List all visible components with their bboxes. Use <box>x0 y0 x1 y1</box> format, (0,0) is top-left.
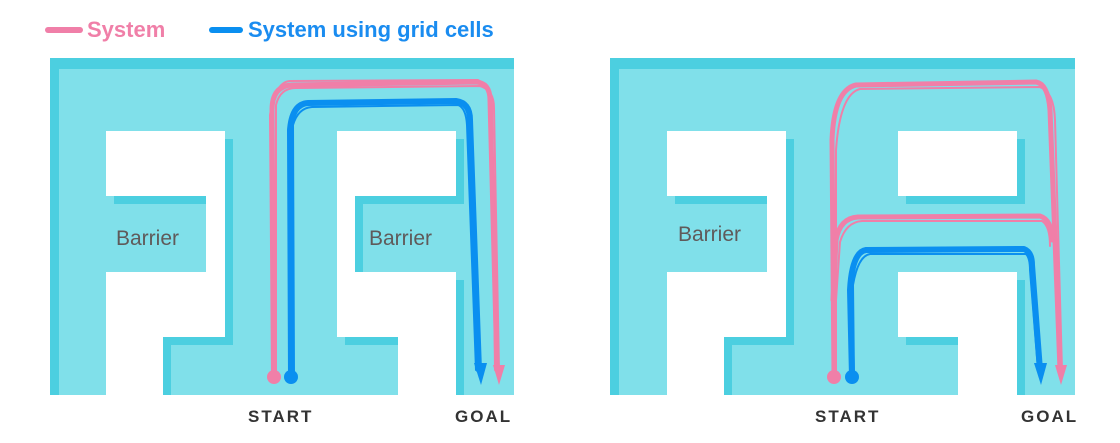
goal-arrow <box>1034 363 1047 385</box>
goal-arrow <box>474 363 487 385</box>
start-dot <box>827 370 841 384</box>
barrier-left <box>667 131 786 395</box>
start-dot <box>267 370 281 384</box>
path-system <box>827 79 1067 385</box>
maze-left: Barrier Barrier START GOAL <box>50 58 514 426</box>
goal-arrow <box>1055 365 1067 385</box>
barrier-label: Barrier <box>678 223 741 246</box>
goal-arrow <box>493 365 505 385</box>
legend-label-grid-cells: System using grid cells <box>248 17 494 42</box>
start-label: START <box>815 407 880 426</box>
path-grid-cells <box>284 98 487 385</box>
barrier-label: Barrier <box>369 227 432 250</box>
path-grid-cells <box>845 246 1047 385</box>
start-label: START <box>248 407 313 426</box>
barrier-label: Barrier <box>116 227 179 250</box>
legend-label-system: System <box>87 17 165 42</box>
path-system <box>267 79 505 385</box>
barrier-top-right <box>898 131 1017 196</box>
barrier-right <box>337 131 456 395</box>
start-dot <box>284 370 298 384</box>
barrier-left <box>106 131 225 395</box>
start-dot <box>845 370 859 384</box>
barrier-bottom-right <box>898 272 1017 395</box>
goal-label: GOAL <box>1021 407 1078 426</box>
maze-right: Barrier START GOAL <box>610 58 1078 426</box>
goal-label: GOAL <box>455 407 512 426</box>
